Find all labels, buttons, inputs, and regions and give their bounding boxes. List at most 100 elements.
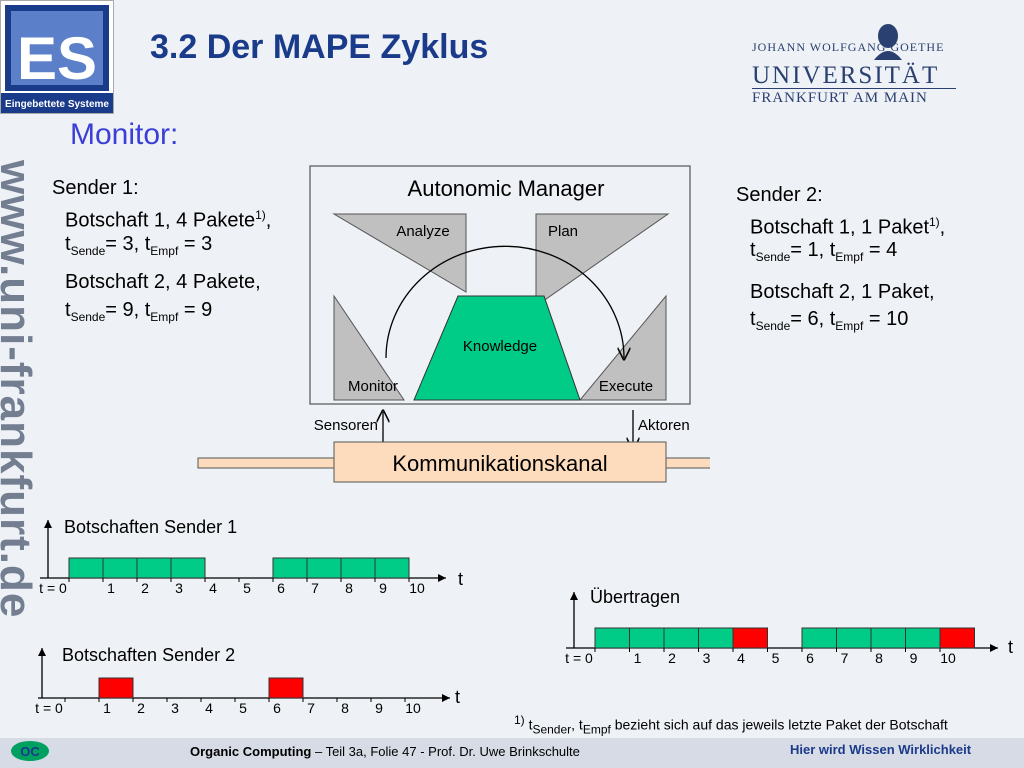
timeline-sender1-tick-label: 1	[107, 580, 115, 596]
analyze-label: Analyze	[396, 223, 449, 240]
timeline-sender1-tick-label: t = 0	[39, 580, 67, 596]
oc-logo-text: OC	[20, 744, 40, 759]
autonomic-manager-title: Autonomic Manager	[408, 176, 605, 201]
timeline-sender2-packet	[268, 677, 304, 699]
execute-label: Execute	[599, 378, 653, 395]
timeline-sender1-packet	[68, 557, 104, 579]
aktoren-label: Aktoren	[638, 417, 690, 434]
timeline-sender2-tick-label: 8	[341, 700, 349, 716]
university-top-line: JOHANN WOLFGANG GOETHE	[752, 40, 945, 54]
slide-title: 3.2 Der MAPE Zyklus	[150, 28, 489, 66]
sender1-heading: Sender 1:	[52, 177, 139, 199]
sender2-msg2: Botschaft 2, 1 Paket,	[750, 281, 935, 303]
channel-label: Kommunikationskanal	[392, 451, 607, 476]
timeline-sender2-tick-label: 4	[205, 700, 213, 716]
knowledge-shape	[413, 295, 581, 401]
footnote: 1) tSender, tEmpf bezieht sich auf das j…	[514, 713, 948, 737]
oc-logo: OC	[10, 740, 50, 762]
plan-shape	[535, 213, 670, 307]
timeline-transmitted-tick-label: 4	[737, 650, 745, 666]
es-logo-text: Eingebettete Systeme	[5, 99, 109, 110]
timeline-sender1-packet	[374, 557, 410, 579]
timeline-sender1-packet	[170, 557, 206, 579]
timeline-transmitted-x-arrowhead	[990, 644, 998, 652]
channel-arrow-left	[197, 450, 347, 476]
es-logo-letters: ES	[17, 25, 97, 92]
monitor-shape	[333, 294, 405, 401]
monitor-label: Monitor	[348, 378, 398, 395]
timeline-sender2-tick-label: 6	[273, 700, 281, 716]
timeline-transmitted-axis-symbol: t	[1008, 637, 1013, 657]
timeline-sender1-packet	[102, 557, 138, 579]
timeline-sender2-tick-label: 1	[103, 700, 111, 716]
sender2-msg2-times: tSende= 6, tEmpf = 10	[750, 308, 909, 333]
timeline-sender1-axis-symbol: t	[458, 569, 463, 589]
timeline-transmitted-packet	[629, 627, 665, 649]
timeline-transmitted-tick-label: 7	[841, 650, 849, 666]
footer-bar	[0, 738, 1024, 768]
timeline-sender1-tick-label: 8	[345, 580, 353, 596]
timeline-transmitted-tick-label: 6	[806, 650, 814, 666]
timeline-sender2-tick-label: 9	[375, 700, 383, 716]
section-subtitle: Monitor:	[70, 118, 179, 151]
timeline-sender1-x-arrowhead	[438, 574, 446, 582]
sender1-msg2: Botschaft 2, 4 Pakete,	[65, 271, 261, 293]
timeline-sender1-tick-label: 7	[311, 580, 319, 596]
timeline-sender1-y-arrowhead	[44, 520, 52, 528]
es-logo: ES Eingebettete Systeme	[0, 0, 114, 114]
timeline-transmitted-packet	[836, 627, 872, 649]
timeline-sender1-packet	[306, 557, 342, 579]
timeline-transmitted-tick-label: 8	[875, 650, 883, 666]
timeline-transmitted-tick-label: t = 0	[565, 650, 593, 666]
timeline-transmitted-packet	[698, 627, 734, 649]
timeline-transmitted-tick-label: 2	[668, 650, 676, 666]
timeline-sender1-packet	[136, 557, 172, 579]
timeline-sender1-packet	[340, 557, 376, 579]
timeline-transmitted-packet	[939, 627, 975, 649]
cycle-arrow	[385, 245, 624, 358]
sensoren-label: Sensoren	[314, 417, 378, 434]
channel-arrow-right	[665, 457, 710, 469]
channel-box	[333, 441, 667, 483]
footer-slogan: Hier wird Wissen Wirklichkeit	[790, 742, 972, 757]
footer-text: Organic Computing – Teil 3a, Folie 47 - …	[190, 744, 580, 759]
timeline-sender1-packet	[272, 557, 308, 579]
timeline-sender1-tick-label: 2	[141, 580, 149, 596]
timeline-sender1-tick-label: 10	[409, 580, 425, 596]
mape-diagram: Autonomic Manager Analyze Plan Monitor E…	[197, 165, 710, 483]
sender2-msg1: Botschaft 1, 1 Paket1),	[750, 215, 946, 239]
university-name: UNIVERSITÄT	[752, 62, 940, 89]
sender1-msg2-times: tSende= 9, tEmpf = 9	[65, 299, 213, 324]
sender1-msg1-times: tSende= 3, tEmpf = 3	[65, 233, 213, 258]
timeline-transmitted-tick-label: 1	[634, 650, 642, 666]
website-watermark: www.uni-frankfurt.de	[0, 160, 40, 619]
timeline-transmitted-tick-label: 9	[910, 650, 918, 666]
sender1-msg1: Botschaft 1, 4 Pakete1),	[65, 208, 272, 232]
timeline-sender2-tick-label: 5	[239, 700, 247, 716]
timeline-transmitted-packet	[663, 627, 699, 649]
timeline-sender2-y-arrowhead	[38, 648, 46, 656]
timeline-sender2-x-arrowhead	[442, 694, 450, 702]
sender2-heading: Sender 2:	[736, 184, 823, 206]
sender2-msg1-times: tSende= 1, tEmpf = 4	[750, 239, 898, 264]
timeline-transmitted-tick-label: 10	[940, 650, 956, 666]
timeline-sender1-tick-label: 9	[379, 580, 387, 596]
goethe-portrait-icon	[872, 22, 904, 60]
university-divider	[752, 88, 956, 89]
timeline-sender2-tick-label: t = 0	[35, 700, 63, 716]
plan-label: Plan	[548, 223, 578, 240]
timeline-transmitted-tick-label: 3	[703, 650, 711, 666]
timeline-sender1-tick-label: 6	[277, 580, 285, 596]
timeline-transmitted-y-arrowhead	[570, 592, 578, 600]
university-city: FRANKFURT AM MAIN	[752, 90, 928, 106]
timeline-transmitted-packet	[905, 627, 941, 649]
timeline-sender2-packet	[98, 677, 134, 699]
timeline-sender2-tick-label: 10	[405, 700, 421, 716]
timeline-sender2-tick-label: 2	[137, 700, 145, 716]
timeline-sender2-tick-label: 7	[307, 700, 315, 716]
es-logo-graphic: ES Eingebettete Systeme	[1, 5, 113, 113]
timeline-sender1-label: Botschaften Sender 1	[64, 517, 237, 537]
timeline-sender1-tick-label: 5	[243, 580, 251, 596]
